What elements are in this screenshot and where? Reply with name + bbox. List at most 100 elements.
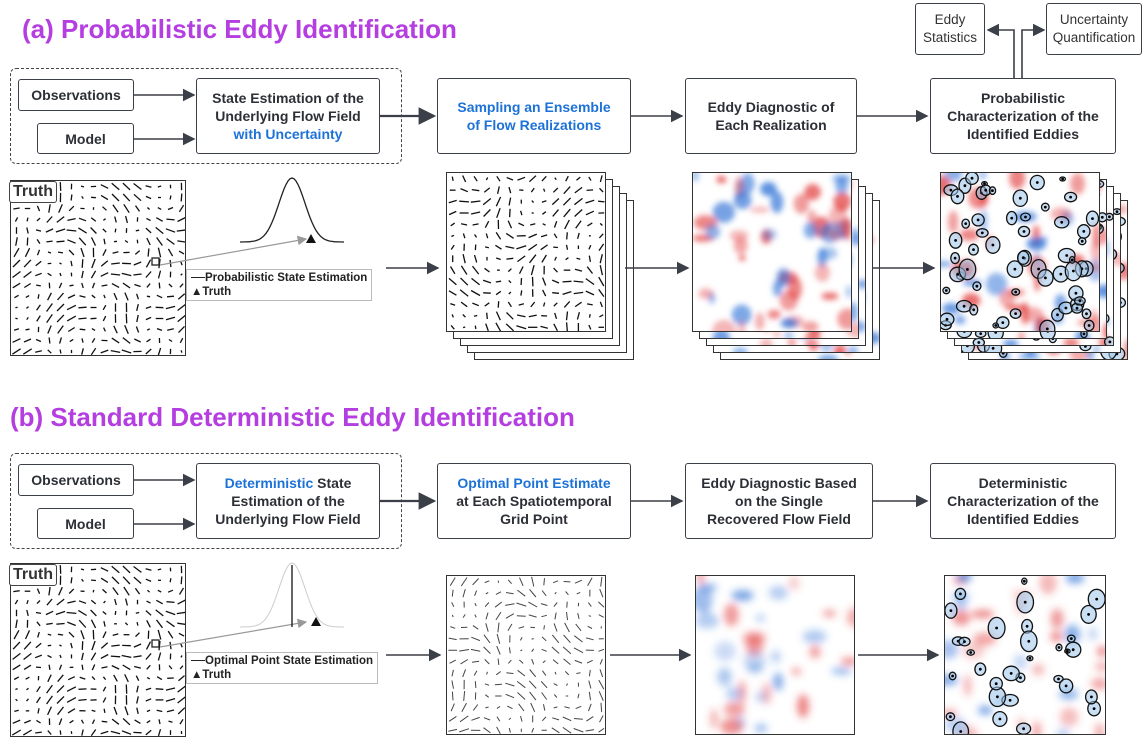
vector-arrow (562, 726, 572, 734)
vector-arrow (12, 652, 21, 660)
vector-arrow (166, 709, 175, 713)
vector-arrow (474, 602, 477, 607)
vector-arrow (102, 631, 107, 639)
point-estimate-quiver (448, 576, 605, 734)
vector-arrow (585, 637, 594, 641)
vector-arrow (472, 223, 479, 226)
vector-arrow (574, 301, 582, 308)
vector-arrow (505, 682, 515, 687)
negative-vorticity-blob (941, 261, 953, 267)
negative-vorticity-blob (831, 667, 852, 675)
positive-vorticity-blob (755, 312, 765, 331)
positive-vorticity-blob (787, 277, 803, 300)
vector-arrow (23, 641, 32, 650)
eddy-center (978, 667, 982, 671)
positive-vorticity-blob (1018, 330, 1025, 338)
vector-arrow (541, 636, 547, 642)
vector-arrow (69, 284, 74, 287)
vector-arrow (563, 300, 571, 308)
vector-arrow (112, 204, 119, 213)
vector-arrow (574, 209, 583, 217)
positive-vorticity-blob (788, 576, 800, 590)
negative-vorticity-blob (802, 630, 827, 644)
vector-arrow (482, 197, 492, 206)
diagnostic-heatmap (696, 576, 854, 734)
vector-arrow (506, 705, 513, 710)
vector-arrow (121, 654, 132, 659)
vector-arrow (485, 612, 489, 620)
vector-arrow (111, 718, 120, 725)
vector-arrow (23, 338, 32, 343)
uncertainty-quantification-box: Uncertainty Quantification (1046, 3, 1142, 55)
positive-vorticity-blob (738, 320, 746, 331)
vector-arrow (13, 328, 20, 331)
vector-arrow (507, 623, 513, 632)
eddy-center (1065, 254, 1069, 257)
eddy-center (963, 640, 966, 643)
negative-vorticity-blob (696, 587, 713, 612)
vector-arrow (78, 306, 87, 309)
vector-arrow (451, 314, 454, 318)
vector-arrow (495, 591, 502, 595)
vector-arrow (26, 609, 29, 617)
positive-vorticity-blob (749, 206, 770, 213)
vector-arrow (180, 193, 183, 202)
vector-arrow (48, 337, 51, 344)
vector-arrow (600, 626, 602, 629)
vector-arrow (67, 600, 76, 604)
vector-arrow (145, 729, 152, 736)
vector-arrow (599, 588, 604, 598)
negative-vorticity-blob (784, 330, 794, 338)
vector-arrow (59, 730, 62, 735)
negative-vorticity-blob (746, 662, 764, 674)
vector-arrow (110, 349, 121, 354)
vector-arrow (588, 255, 592, 263)
positive-vorticity-blob (804, 183, 821, 201)
vector-arrow (146, 620, 151, 628)
positive-vorticity-blob (947, 210, 959, 234)
vector-arrow (588, 680, 592, 689)
vector-arrow (166, 295, 175, 298)
vector-arrow (552, 717, 560, 721)
vector-arrow (145, 271, 152, 278)
vector-arrow (90, 609, 97, 617)
vector-arrow (554, 177, 557, 181)
panel-b-observations-box: Observations (18, 464, 134, 496)
panel-b-model-box: Model (37, 508, 134, 539)
vector-arrow (508, 647, 511, 654)
positive-vorticity-blob (1090, 239, 1099, 262)
eddy-contour (952, 721, 970, 734)
vector-arrow (517, 176, 526, 181)
positive-vorticity-blob (716, 175, 727, 184)
vector-arrow (462, 614, 466, 618)
eddy-center (1018, 196, 1022, 200)
vector-arrow (81, 259, 84, 268)
vector-arrow (528, 233, 538, 239)
vector-arrow (472, 625, 479, 630)
positive-vorticity-blob (959, 228, 979, 241)
vector-arrow (155, 599, 164, 605)
eddy-center (975, 284, 979, 288)
vector-arrow (78, 609, 87, 617)
eddy-center (991, 243, 995, 247)
negative-vorticity-blob (847, 346, 859, 352)
positive-vorticity-blob (697, 576, 704, 585)
vector-arrow (575, 220, 582, 229)
vector-arrow (13, 629, 20, 640)
vector-arrow (554, 256, 557, 261)
vector-arrow (26, 698, 29, 702)
vector-arrow (135, 293, 140, 300)
vector-arrow (495, 611, 502, 621)
vector-arrow (59, 272, 62, 277)
vector-arrow (541, 614, 548, 618)
vector-arrow (459, 649, 470, 652)
vector-arrow (66, 315, 77, 322)
vector-arrow (530, 301, 536, 308)
vector-arrow (78, 237, 87, 246)
vector-arrow (80, 247, 85, 258)
vector-arrow (520, 649, 523, 652)
vector-arrow (67, 326, 76, 333)
positive-vorticity-blob (729, 230, 749, 241)
vector-arrow (100, 653, 109, 659)
vector-arrow (103, 218, 106, 221)
